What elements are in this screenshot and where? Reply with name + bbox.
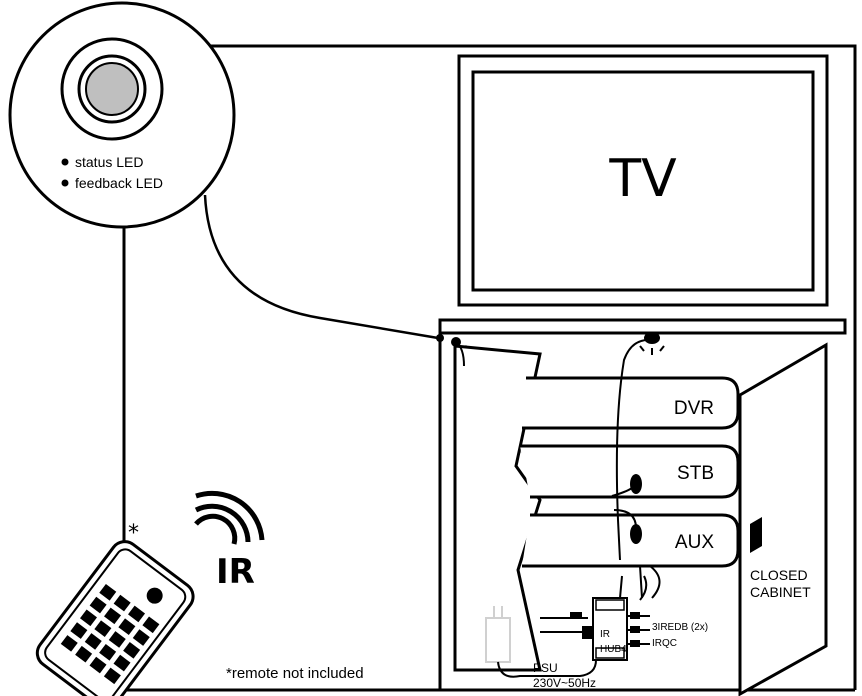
hub-left-plug-1 bbox=[570, 612, 582, 619]
hub-bottom-strip bbox=[595, 647, 625, 659]
aux-label: AUX bbox=[675, 532, 714, 553]
cables-to-hub bbox=[639, 565, 661, 599]
feedback-emitter bbox=[644, 332, 660, 344]
door-panel bbox=[738, 342, 828, 696]
cable-entry-dot-1 bbox=[436, 334, 444, 342]
remote-key bbox=[89, 656, 107, 674]
remote-key bbox=[142, 616, 160, 634]
stb-emitter bbox=[630, 474, 642, 494]
ir-hub: IR HUB4 bbox=[540, 575, 650, 661]
hub-ir-port bbox=[582, 626, 592, 639]
emitter-cable-top bbox=[615, 338, 653, 561]
device-dvr: DVR bbox=[522, 376, 740, 430]
device-stb: STB bbox=[520, 444, 740, 499]
remote-key bbox=[80, 609, 98, 627]
remote-asterisk: * bbox=[128, 521, 139, 546]
led-lens bbox=[85, 62, 139, 116]
aux-emitter bbox=[630, 524, 642, 544]
hub-port-1-label: 3IREDB (2x) bbox=[652, 622, 708, 633]
remote-key bbox=[132, 629, 150, 646]
remote-key bbox=[118, 618, 136, 636]
ir-label: IR bbox=[216, 552, 255, 592]
psu-plug-pins bbox=[493, 606, 503, 618]
remote-note: *remote not included bbox=[226, 665, 364, 682]
remote-inner-edge bbox=[44, 548, 187, 696]
remote-key bbox=[94, 620, 112, 637]
psu-cable bbox=[497, 652, 597, 678]
remote-key bbox=[108, 631, 126, 648]
emitter-ray-right bbox=[659, 345, 665, 352]
door-handle bbox=[750, 517, 762, 553]
dvr-box bbox=[522, 376, 740, 430]
remote-key bbox=[128, 605, 146, 623]
psu-plug bbox=[485, 606, 597, 678]
emitter-ray-left bbox=[639, 345, 645, 352]
hub-right-plug-2 bbox=[630, 626, 640, 633]
emitter-rays bbox=[639, 345, 665, 355]
hub-name-label: HUB4 bbox=[600, 644, 627, 655]
status-led-bullet bbox=[61, 158, 69, 166]
ir-waves-icon bbox=[194, 490, 265, 545]
remote-control-icon bbox=[35, 540, 195, 696]
hub-port-2-label: IRQC bbox=[652, 638, 677, 649]
remote-key bbox=[104, 607, 122, 625]
tv-label: TV bbox=[608, 149, 677, 209]
remote-key bbox=[99, 643, 117, 661]
tv: TV bbox=[457, 54, 829, 307]
psu-spec: 230V~50Hz bbox=[533, 676, 596, 690]
feedback-led-bullet bbox=[61, 179, 69, 187]
sensor-cable bbox=[203, 194, 439, 340]
status-led-label: status LED bbox=[75, 154, 143, 170]
ir-wave-inner bbox=[194, 513, 238, 545]
hub-right-plug-3 bbox=[630, 640, 640, 647]
hub-top-cables bbox=[619, 575, 648, 601]
remote-body bbox=[35, 540, 195, 696]
remote-key bbox=[89, 596, 107, 614]
cabinet-door: CLOSED CABINET bbox=[738, 342, 828, 696]
remote-key bbox=[113, 654, 131, 672]
remote-power-button bbox=[146, 587, 163, 604]
remote-key bbox=[84, 633, 102, 650]
remote-keypad bbox=[60, 583, 160, 685]
remote-key bbox=[123, 642, 141, 659]
ir-wave-middle bbox=[194, 503, 251, 543]
cabinet-top bbox=[438, 318, 847, 335]
led-detail: status LED feedback LED bbox=[8, 1, 236, 229]
remote-key bbox=[113, 594, 131, 612]
remote-key bbox=[75, 645, 93, 663]
remote-key bbox=[99, 583, 117, 601]
tv-screen bbox=[471, 70, 815, 292]
remote-key bbox=[70, 622, 88, 639]
dvr-label: DVR bbox=[674, 398, 714, 419]
stb-label: STB bbox=[677, 463, 714, 484]
remote-key bbox=[60, 635, 78, 652]
hub-right-plug-1 bbox=[630, 612, 640, 619]
cable-entry-run bbox=[455, 341, 465, 367]
hub-ir-label: IR bbox=[600, 629, 610, 640]
ir-wave-outer bbox=[195, 490, 265, 541]
feedback-led-label: feedback LED bbox=[75, 175, 163, 191]
psu-label: PSU bbox=[533, 661, 558, 675]
device-aux: AUX bbox=[522, 513, 740, 568]
remote-key bbox=[103, 667, 121, 685]
hub-top-strip bbox=[595, 599, 625, 611]
stb-box bbox=[520, 444, 740, 499]
aux-box bbox=[522, 513, 740, 568]
cabinet-label-line2: CABINET bbox=[750, 584, 811, 600]
wall-outline bbox=[210, 44, 857, 690]
cabinet-label-line1: CLOSED bbox=[750, 567, 808, 583]
psu-plug-body bbox=[485, 617, 511, 663]
